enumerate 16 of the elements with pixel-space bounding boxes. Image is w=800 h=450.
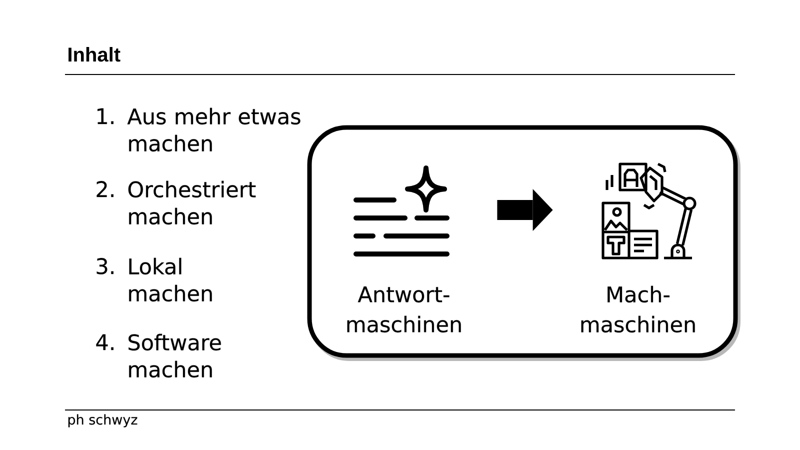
list-number: 3. [96, 258, 114, 274]
list-number: 1. [98, 108, 114, 124]
list-item: Lokal machen [129, 258, 212, 302]
arrow [497, 189, 553, 231]
list-item: Aus mehr etwas machen [127, 108, 300, 152]
list-number: 2. [96, 181, 114, 197]
sparkle-text-icon [354, 166, 450, 256]
heading: Inhalt [68, 47, 120, 62]
footer-text: ph schwyz [68, 414, 138, 428]
rounded-box [307, 125, 740, 361]
robot-arm-icon [602, 162, 696, 260]
list-number: 4. [96, 334, 114, 350]
node-label: Mach- maschinen [581, 286, 695, 333]
list-item: Orchestriert machen [128, 180, 256, 225]
node-label: Antwort- maschinen [347, 286, 461, 332]
list-item: Software machen [128, 334, 221, 378]
